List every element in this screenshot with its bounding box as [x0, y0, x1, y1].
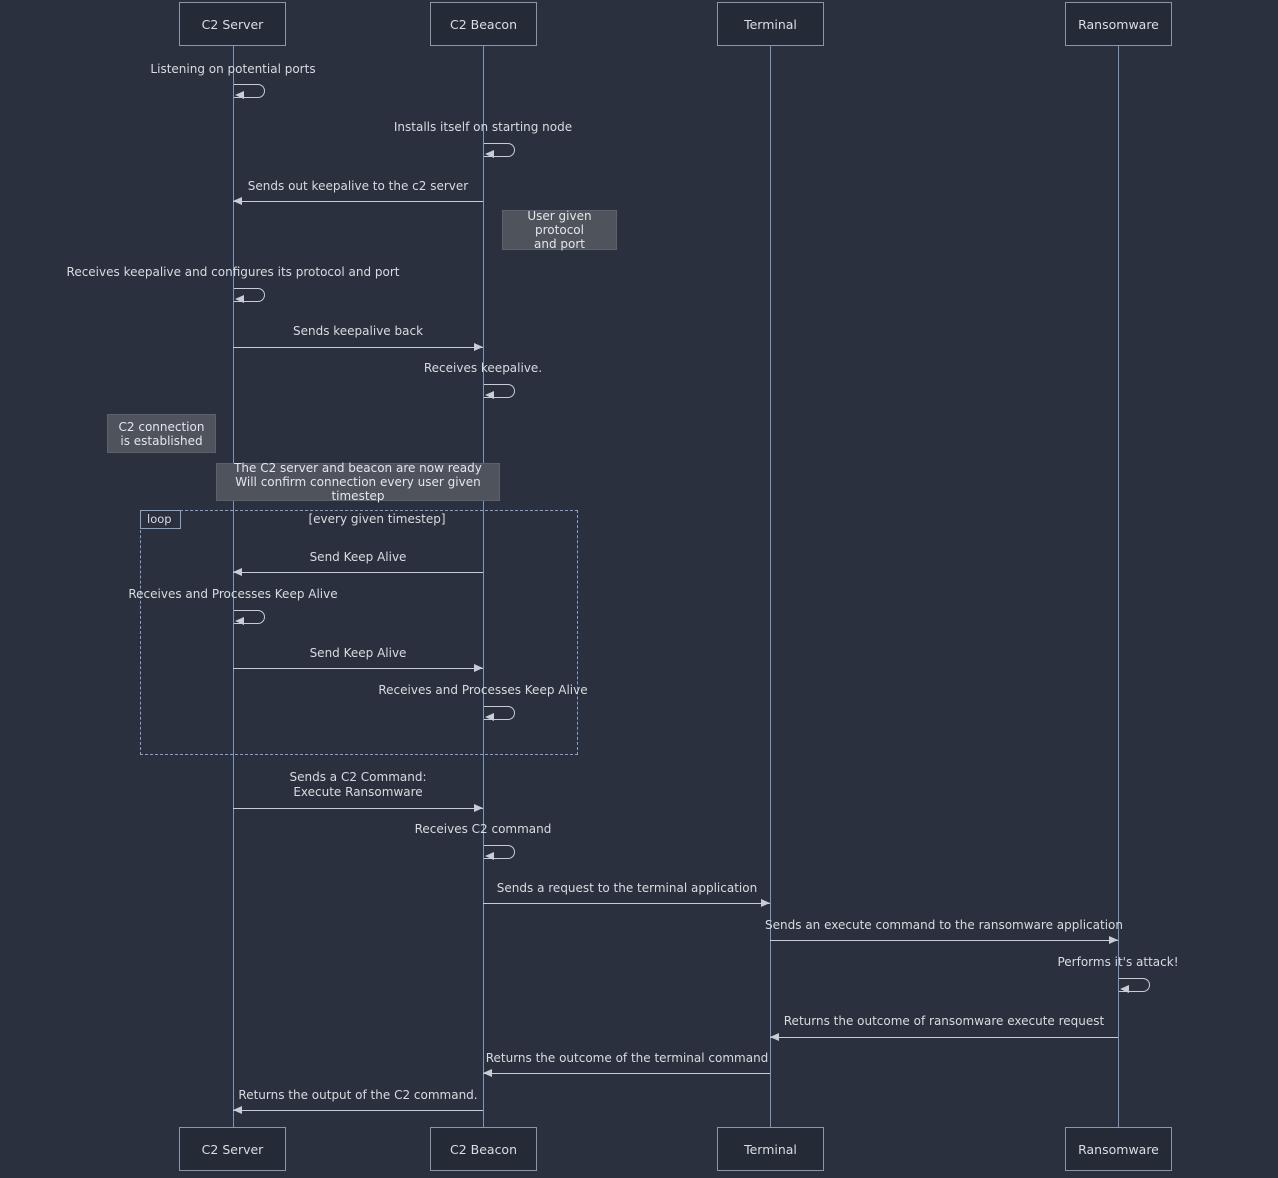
message-line — [233, 808, 483, 809]
arrowhead-right-icon — [1109, 936, 1118, 944]
note-line: The C2 server and beacon are now ready — [234, 461, 482, 475]
arrowhead-left-icon — [483, 1069, 492, 1077]
note-line: is established — [120, 433, 203, 448]
self-message-arc — [1119, 978, 1150, 992]
loop-label: loop — [140, 510, 181, 529]
actor-label: Terminal — [744, 16, 797, 32]
message-label: Sends keepalive back — [292, 324, 424, 338]
arrowhead-left-icon — [770, 1033, 779, 1041]
message-label: Sends out keepalive to the c2 server — [247, 179, 469, 193]
message-label: Installs itself on starting node — [393, 120, 573, 134]
actor-c2-server-bottom: C2 Server — [179, 1127, 286, 1171]
message-label: Receives C2 command — [414, 822, 552, 836]
message-label: Listening on potential ports — [150, 62, 316, 76]
actor-label: C2 Beacon — [449, 1141, 518, 1157]
self-message-arc — [234, 610, 265, 624]
arrowhead-left-icon — [235, 91, 244, 99]
actor-label: Ransomware — [1078, 1141, 1159, 1157]
lifeline-c2-beacon — [483, 46, 484, 1127]
message-label: Receives and Processes Keep Alive — [128, 587, 338, 601]
arrowhead-left-icon — [485, 713, 494, 721]
loop-condition: [every given timestep] — [308, 512, 446, 526]
arrowhead-left-icon — [233, 1106, 242, 1114]
loop-frame — [140, 510, 578, 755]
message-line — [233, 1110, 483, 1111]
self-message-arc — [484, 845, 515, 859]
message-line-1: Sends a C2 Command: — [289, 770, 427, 784]
note-line: Will confirm connection every user given… — [235, 475, 481, 503]
arrowhead-left-icon — [1120, 985, 1129, 993]
message-line — [483, 1073, 770, 1074]
message-label: Performs it's attack! — [1057, 955, 1179, 969]
actor-label: C2 Beacon — [449, 16, 518, 32]
self-message-arc — [484, 706, 515, 720]
arrowhead-left-icon — [235, 295, 244, 303]
arrowhead-right-icon — [474, 343, 483, 351]
message-line — [770, 940, 1118, 941]
note-line: User given protocol — [527, 209, 592, 237]
actor-terminal-top: Terminal — [717, 2, 824, 46]
note-line: C2 connection — [118, 419, 205, 434]
actor-label: Ransomware — [1078, 16, 1159, 32]
message-line — [483, 903, 770, 904]
arrowhead-left-icon — [485, 150, 494, 158]
message-label: Sends a request to the terminal applicat… — [496, 881, 758, 895]
self-message-arc — [234, 288, 265, 302]
message-label: Sends a C2 Command: Execute Ransomware — [289, 770, 426, 800]
note-ready: The C2 server and beacon are now ready W… — [216, 461, 500, 503]
message-label: Receives keepalive and configures its pr… — [66, 265, 400, 279]
message-label: Send Keep Alive — [309, 550, 407, 564]
self-message-arc — [484, 384, 515, 398]
message-line — [233, 668, 483, 669]
actor-ransomware-top: Ransomware — [1065, 2, 1172, 46]
note-line: and port — [534, 237, 585, 251]
message-label: Returns the output of the C2 command. — [238, 1088, 478, 1102]
arrowhead-right-icon — [474, 804, 483, 812]
lifeline-ransomware — [1118, 46, 1119, 1127]
actor-c2-beacon-top: C2 Beacon — [430, 2, 537, 46]
actor-ransomware-bottom: Ransomware — [1065, 1127, 1172, 1171]
lifeline-terminal — [770, 46, 771, 1127]
message-label: Receives and Processes Keep Alive — [378, 683, 588, 697]
actor-c2-beacon-bottom: C2 Beacon — [430, 1127, 537, 1171]
message-label: Returns the outcome of the terminal comm… — [485, 1051, 769, 1065]
note-connection-established: C2 connection is established — [107, 414, 216, 453]
arrowhead-left-icon — [485, 852, 494, 860]
self-message-arc — [484, 143, 515, 157]
actor-label: C2 Server — [201, 1141, 264, 1157]
actor-c2-server-top: C2 Server — [179, 2, 286, 46]
arrowhead-left-icon — [235, 617, 244, 625]
message-label: Sends an execute command to the ransomwa… — [765, 918, 1123, 932]
lifeline-c2-server — [233, 46, 234, 1127]
message-line — [233, 347, 483, 348]
arrowhead-right-icon — [761, 899, 770, 907]
arrowhead-right-icon — [474, 664, 483, 672]
actor-label: Terminal — [744, 1141, 797, 1157]
arrowhead-left-icon — [485, 391, 494, 399]
message-line — [233, 572, 483, 573]
actor-label: C2 Server — [201, 16, 264, 32]
actor-terminal-bottom: Terminal — [717, 1127, 824, 1171]
note-user-protocol: User given protocol and port — [502, 209, 617, 251]
message-label: Returns the outcome of ransomware execut… — [783, 1014, 1105, 1028]
self-message-arc — [234, 84, 265, 98]
arrowhead-left-icon — [233, 197, 242, 205]
message-line — [233, 201, 483, 202]
message-line-2: Execute Ransomware — [293, 785, 423, 799]
arrowhead-left-icon — [233, 568, 242, 576]
message-label: Send Keep Alive — [309, 646, 407, 660]
message-line — [770, 1037, 1118, 1038]
message-label: Receives keepalive. — [423, 361, 543, 375]
